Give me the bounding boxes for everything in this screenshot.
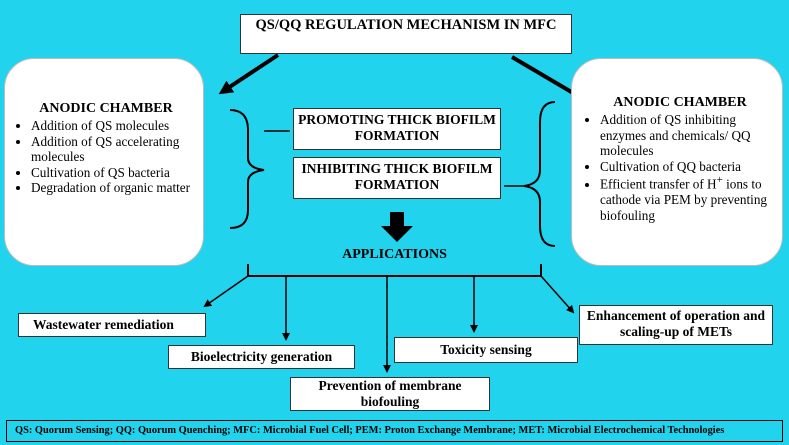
promoting-biofilm-box: PROMOTING THICK BIOFILM FORMATION — [293, 108, 501, 150]
list-item: Addition of QS inhibiting enzymes and ch… — [600, 112, 774, 159]
down-arrow — [381, 212, 413, 242]
list-item: Addition of QS molecules — [31, 118, 195, 134]
list-item: Addition of QS accelerating molecules — [31, 134, 195, 165]
right-chamber-list: Addition of QS inhibiting enzymes and ch… — [586, 112, 774, 223]
right-chamber-heading: ANODIC CHAMBER — [613, 95, 747, 110]
title-to-left-arrow — [218, 53, 280, 95]
list-item: Degradation of organic matter — [31, 180, 195, 196]
diagram-title: QS/QQ REGULATION MECHANISM IN MFC — [240, 14, 572, 54]
toxicity-sensing-box: Toxicity sensing — [394, 337, 578, 363]
applications-heading: APPLICATIONS — [342, 247, 447, 262]
left-anodic-chamber: ANODIC CHAMBER Addition of QS molecules … — [4, 58, 204, 266]
membrane-biofouling-box: Prevention of membrane biofouling — [290, 377, 490, 411]
proton-text-continued: ions to cathode via PEM by preventing bi… — [600, 176, 768, 223]
left-chamber-list: Addition of QS molecules Addition of QS … — [17, 118, 195, 196]
bioelectricity-generation-box: Bioelectricity generation — [168, 345, 355, 369]
enhancement-box: Enhancement of operation and scaling-up … — [579, 305, 773, 345]
wastewater-remediation-box: Wastewater remediation — [18, 313, 206, 337]
arrow-to-enhancement — [540, 275, 575, 314]
right-brace — [523, 101, 556, 247]
left-chamber-heading: ANODIC CHAMBER — [39, 101, 173, 116]
arrow-to-wastewater — [203, 275, 249, 308]
right-anodic-chamber: ANODIC CHAMBER Addition of QS inhibiting… — [571, 58, 783, 266]
list-item: Cultivation of QQ bacteria — [600, 159, 774, 175]
inhibiting-biofilm-box: INHIBITING THICK BIOFILM FORMATION — [293, 157, 501, 199]
proton-superscript: + — [716, 174, 723, 187]
list-item: Efficient transfer of H+ ions to cathode… — [600, 174, 774, 223]
list-item: Cultivation of QS bacteria — [31, 165, 195, 181]
left-brace — [229, 109, 265, 229]
proton-text: Efficient transfer of H — [600, 176, 717, 192]
abbreviations-footer: QS: Quorum Sensing; QQ: Quorum Quenching… — [6, 420, 783, 442]
